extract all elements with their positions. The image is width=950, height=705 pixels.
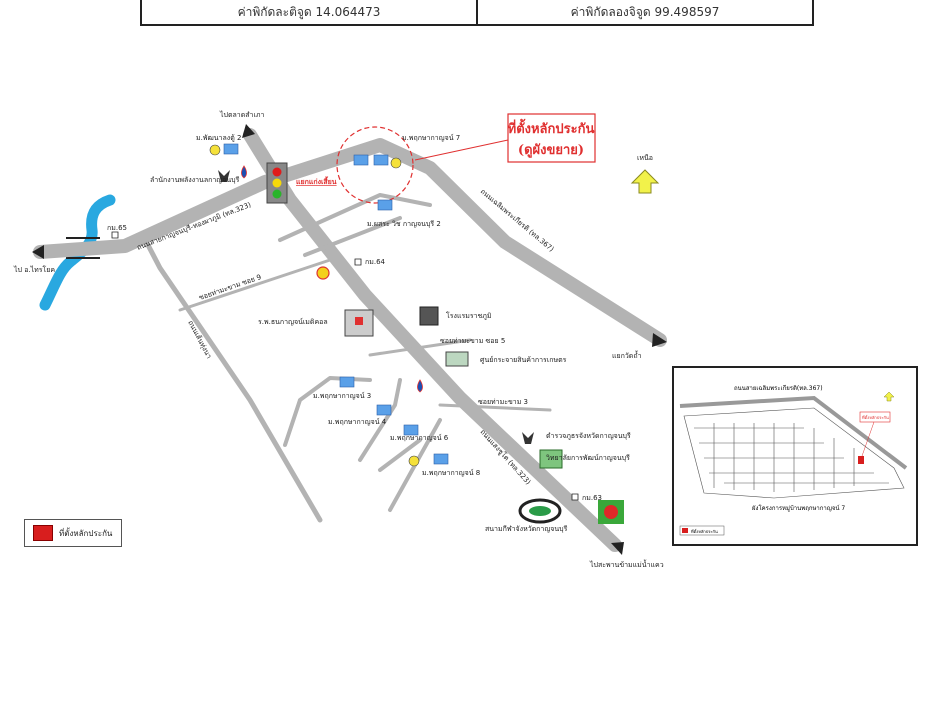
label-hospital: ร.พ.ธนกาญจน์เมดิคอล: [258, 318, 328, 326]
km-marker-icon: [354, 258, 362, 266]
traffic-light-icon: [266, 162, 288, 204]
hotel-icon: [419, 306, 439, 326]
label-soi-9: ซอยท่ามะขาม ซอย 9: [198, 273, 262, 302]
inset-lot-lines: [694, 427, 889, 484]
inset-estate-outline: [683, 407, 905, 499]
label-village-2: ม.ผสระ วิช กาญจนบุรี 2: [367, 220, 441, 228]
house-icon: [339, 376, 355, 388]
village-number-badge: [390, 157, 402, 169]
longitude-label: ค่าพิกัดลองจิจูด 99.498597: [476, 0, 812, 24]
label-to-kanchanaburi: ไปตลาดสำเภา: [219, 110, 264, 119]
km-marker-icon: [111, 231, 119, 239]
label-hotel: โรงแรมราชภูมิ: [446, 311, 492, 320]
road-north-south: [243, 128, 622, 552]
house-icon: [377, 199, 393, 211]
soi-3: [438, 403, 552, 412]
label-to-wat: แยกวัดถ้ำ: [612, 349, 642, 360]
road-main-west: [33, 138, 667, 347]
label-warehouse: ศูนย์กระจายสินค้าการเกษตร: [480, 356, 567, 364]
warehouse-icon: [445, 351, 469, 367]
label-to-bridge: ไปสะพานข้ามแม่น้ำแคว: [589, 558, 664, 569]
map-legend: ที่ตั้งหลักประกัน: [24, 519, 122, 547]
arrow-to-wat: [652, 333, 667, 347]
property-highlight-circle: [336, 126, 414, 204]
north-arrow-icon: [630, 169, 660, 194]
village-number-badge: [408, 455, 420, 467]
callout-box: [507, 113, 596, 163]
label-km-63: กม.63: [582, 494, 602, 502]
arrow-to-sai-yok: [32, 245, 44, 259]
inset-callout-box: [859, 411, 891, 423]
north-label: เหนือ: [637, 154, 653, 162]
label-village-3: ม.พฤกษากาญจน์ 3: [313, 392, 371, 400]
house-icon: [433, 453, 449, 465]
government-emblem-icon: [218, 170, 230, 182]
inset-legend-label: ที่ตั้งหลักประกัน: [691, 527, 718, 534]
inset-plan-drawing: ถนนสายเฉลิมพระเกียรติ(ทล.367) ที่ตั้งหลั…: [679, 384, 908, 536]
road-villages: [283, 376, 442, 512]
inset-road: [679, 395, 908, 470]
village-number-badge: [209, 144, 221, 156]
road-chaloem: [145, 242, 323, 523]
house-icon: [223, 143, 239, 155]
inset-legend-box: [679, 525, 725, 536]
label-village-8: ม.พฤกษากาญจน์ 8: [422, 469, 480, 477]
label-traffic-junction: แยกแก่งเสี้ยน: [296, 175, 337, 186]
coordinates-header: ค่าพิกัดละติจูด 14.064473 ค่าพิกัดลองจิจ…: [140, 0, 814, 26]
house-icon: [353, 154, 369, 166]
arrow-to-kanchanaburi: [242, 124, 255, 138]
label-police: ตำรวจภูธรจังหวัดกาญจนบุรี: [546, 432, 631, 440]
label-provincial-office: ลำนักงานพลังงานลกาญจนบุรี: [150, 176, 240, 184]
label-college: วิทยาลัยการพัฒน์กาญจนบุรี: [546, 454, 630, 462]
road-inner-loop: [278, 193, 432, 257]
legend-label: ที่ตั้งหลักประกัน: [59, 528, 113, 538]
label-soi-3: ซอยท่ามะขาม 3: [478, 398, 528, 406]
bridge-icon: [66, 237, 100, 259]
inset-callout-leader: [861, 421, 875, 457]
ptt-station-icon: [241, 165, 247, 179]
inset-legend-swatch: [682, 528, 688, 533]
shell-station-icon: [316, 266, 330, 280]
inset-marker-label: ที่ตั้งหลักประกัน: [862, 413, 889, 420]
callout-title: ที่ตั้งหลักประกัน: [508, 118, 595, 137]
label-soi-5: ซอยท่ามะขาม ซอย 5: [440, 337, 505, 345]
house-icon: [376, 404, 392, 416]
label-km-65: กม.65: [107, 224, 127, 232]
inset-road-label: ถนนสายเฉลิมพระเกียรติ(ทล.367): [734, 384, 823, 392]
soi-5: [368, 338, 472, 357]
callout-subtitle: (ดูผังขยาย): [518, 143, 584, 158]
arrow-to-bridge: [611, 542, 624, 555]
soi-9: [178, 258, 332, 312]
hospital-cross-icon: [355, 317, 363, 325]
label-village-4: ม.พฤกษากาญจน์ 4: [328, 418, 387, 426]
label-to-sai-yok: ไป อ.ไทรโยค: [13, 265, 55, 274]
house-icon: [403, 424, 419, 436]
stadium-field-icon: [529, 506, 551, 516]
label-stadium: สนามกีฬาจังหวัดกาญจนบุรี: [485, 525, 568, 533]
latitude-label: ค่าพิกัดละติจูด 14.064473: [237, 4, 381, 19]
college-icon: [539, 449, 563, 469]
label-km-64: กม.64: [365, 258, 386, 266]
big-c-logo-icon: [604, 505, 618, 519]
inset-lot-lines: [713, 423, 855, 492]
house-icon: [373, 154, 389, 166]
government-emblem-icon: [522, 432, 534, 444]
km-marker-icon: [571, 493, 579, 501]
ptt-station-icon: [417, 379, 423, 393]
label-moo-ban-top: ม.พัฒนาลงตู้ 2: [196, 134, 241, 142]
inset-north-arrow-icon: [883, 391, 895, 402]
inset-property-marker: [858, 456, 864, 464]
inset-caption: ผังโครงการหมู่บ้านพฤกษากาญจน์ 7: [752, 504, 845, 512]
callout-leader: [414, 139, 509, 161]
inset-plan: ถนนสายเฉลิมพระเกียรติ(ทล.367) ที่ตั้งหลั…: [672, 366, 918, 546]
label-village-6: ม.พฤกษากาญจน์ 6: [390, 434, 449, 442]
legend-swatch: [33, 525, 53, 541]
label-village-7: ม.พฤกษากาญจน์ 7: [402, 134, 460, 142]
